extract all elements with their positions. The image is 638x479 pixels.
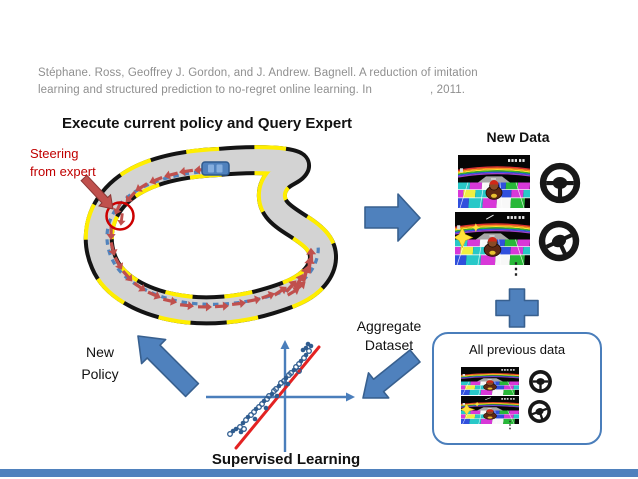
all-previous-data-label: All previous data — [468, 342, 566, 357]
scatter-plot — [206, 340, 355, 452]
game-screenshot-small-1 — [461, 367, 519, 395]
new-policy-line2: Policy — [81, 366, 119, 382]
steering-from-expert-label: Steering from expert — [30, 145, 96, 181]
steering-label-line2: from expert — [30, 164, 96, 179]
citation-line-2: learning and structured prediction to no… — [38, 84, 373, 96]
game-screenshot-1 — [458, 155, 530, 208]
citation-year: , 2011. — [430, 84, 466, 96]
new-data-ellipsis: ⋮ — [508, 261, 524, 278]
steering-wheel-small-1 — [529, 370, 552, 393]
supervised-learning-label: Supervised Learning — [211, 451, 361, 468]
new-policy-line1: New — [85, 344, 114, 360]
aggregate-label-line1: Aggregate — [356, 318, 422, 334]
citation-line-1: Stéphane. Ross, Geoffrey J. Gordon, and … — [38, 67, 478, 79]
aggregate-dataset-label: Aggregate Dataset — [345, 317, 433, 355]
race-track-illustration — [80, 145, 338, 326]
y-axis-arrowhead — [280, 340, 290, 349]
game-screenshot-2 — [455, 212, 530, 265]
plus-icon — [495, 288, 539, 328]
all-previous-data-box: All previous data — [432, 332, 602, 445]
steering-pointer-arrow — [80, 174, 114, 210]
x-axis-arrowhead — [346, 392, 355, 402]
car-icon — [201, 161, 230, 176]
steering-highlight-circle — [105, 201, 135, 231]
footer-bar — [0, 469, 638, 477]
new-policy-label: New Policy — [70, 341, 130, 385]
steering-wheel-icon-1 — [538, 161, 582, 205]
steering-wheel-small-2 — [527, 399, 552, 424]
steering-wheel-icon-2 — [537, 219, 581, 263]
box-ellipsis: ⋮ — [505, 420, 515, 431]
flow-arrow-aggregate-icon — [362, 349, 421, 399]
flow-arrow-right-icon — [364, 193, 421, 242]
scatter-points — [227, 341, 314, 437]
new-data-title: New Data — [486, 129, 550, 145]
aggregate-label-line2: Dataset — [364, 337, 414, 353]
steering-label-line1: Steering — [30, 146, 79, 161]
execute-policy-title: Execute current policy and Query Expert — [61, 115, 353, 132]
flow-arrow-new-policy-icon — [137, 335, 200, 398]
